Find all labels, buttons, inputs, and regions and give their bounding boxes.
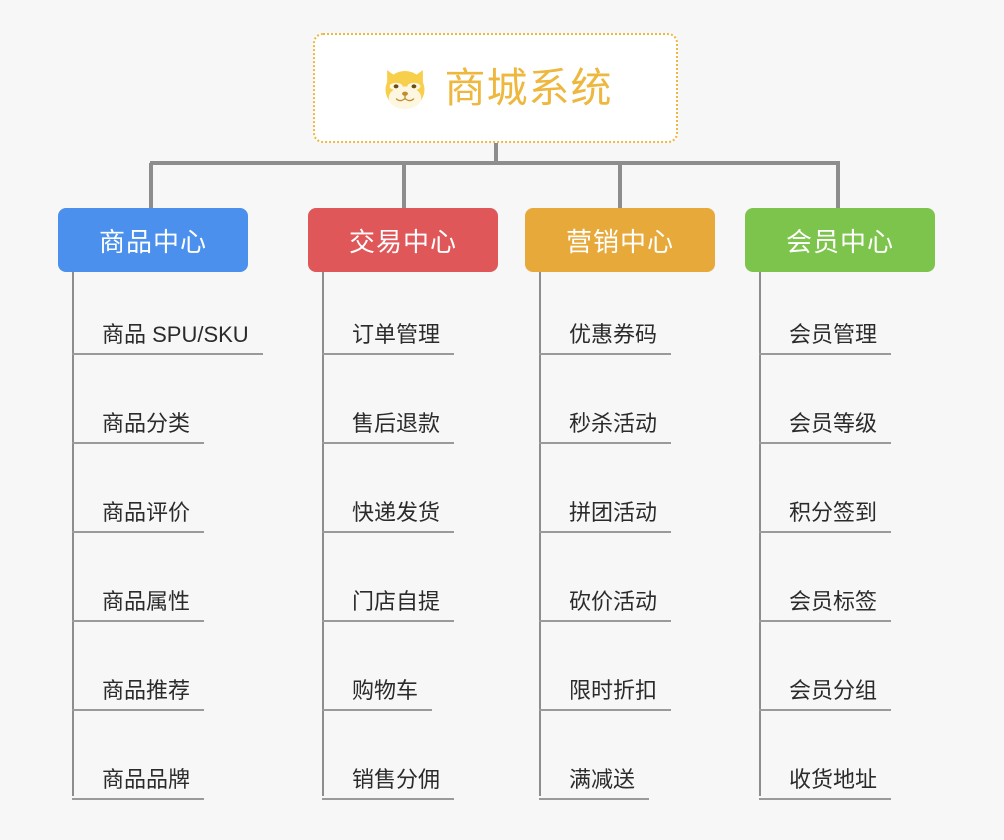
leaf-label: 砍价活动: [539, 589, 672, 622]
leaf-label: 会员标签: [759, 589, 892, 622]
leaf-label: 商品 SPU/SKU: [72, 322, 263, 355]
branch-head-trade-center[interactable]: 交易中心: [308, 208, 498, 272]
leaf-label: 快递发货: [322, 500, 455, 533]
leaf-item[interactable]: 砍价活动: [539, 539, 715, 628]
leaf-label: 售后退款: [322, 411, 455, 444]
leaf-label: 会员等级: [759, 411, 892, 444]
branch-product-center: 商品中心 商品 SPU/SKU 商品分类 商品评价 商品属性 商品推荐 商品品牌: [58, 208, 263, 806]
branch-items-member-center: 会员管理 会员等级 积分签到 会员标签 会员分组 收货地址: [745, 272, 935, 806]
leaf-label: 订单管理: [322, 322, 455, 355]
branch-head-label: 交易中心: [348, 226, 457, 257]
branch-items-trade-center: 订单管理 售后退款 快递发货 门店自提 购物车 销售分佣: [308, 272, 498, 806]
leaf-label: 商品推荐: [72, 678, 205, 711]
leaf-item[interactable]: 优惠券码: [539, 272, 715, 361]
leaf-item[interactable]: 门店自提: [322, 539, 498, 628]
leaf-label: 限时折扣: [539, 678, 672, 711]
leaf-label: 商品品牌: [72, 767, 205, 800]
branch-items-product-center: 商品 SPU/SKU 商品分类 商品评价 商品属性 商品推荐 商品品牌: [58, 272, 263, 806]
leaf-item[interactable]: 商品分类: [72, 361, 248, 450]
branch-items-marketing-center: 优惠券码 秒杀活动 拼团活动 砍价活动 限时折扣 满减送: [525, 272, 715, 806]
branch-trade-center: 交易中心 订单管理 售后退款 快递发货 门店自提 购物车 销售分佣: [308, 208, 498, 806]
leaf-label: 积分签到: [759, 500, 892, 533]
leaf-label: 秒杀活动: [539, 411, 672, 444]
leaf-item[interactable]: 会员标签: [759, 539, 935, 628]
shiba-dog-icon: [385, 70, 424, 112]
leaf-label: 门店自提: [322, 589, 455, 622]
leaf-label: 商品分类: [72, 411, 205, 444]
leaf-label: 会员分组: [759, 678, 892, 711]
leaf-item[interactable]: 商品推荐: [72, 628, 248, 717]
branch-head-member-center[interactable]: 会员中心: [745, 208, 935, 272]
leaf-item[interactable]: 售后退款: [322, 361, 498, 450]
leaf-label: 收货地址: [759, 767, 892, 800]
leaf-item[interactable]: 商品品牌: [72, 717, 248, 806]
leaf-label: 优惠券码: [539, 322, 672, 355]
leaf-label: 会员管理: [759, 322, 892, 355]
branch-head-label: 会员中心: [785, 226, 894, 257]
leaf-item[interactable]: 订单管理: [322, 272, 498, 361]
leaf-label: 拼团活动: [539, 500, 672, 533]
leaf-item[interactable]: 秒杀活动: [539, 361, 715, 450]
leaf-item[interactable]: 积分签到: [759, 450, 935, 539]
leaf-label: 商品属性: [72, 589, 205, 622]
branch-marketing-center: 营销中心 优惠券码 秒杀活动 拼团活动 砍价活动 限时折扣 满减送: [525, 208, 715, 806]
leaf-label: 销售分佣: [322, 767, 455, 800]
leaf-label: 商品评价: [72, 500, 205, 533]
branch-head-label: 商品中心: [98, 226, 207, 257]
root-title: 商城系统: [444, 64, 613, 111]
leaf-item[interactable]: 限时折扣: [539, 628, 715, 717]
leaf-label: 满减送: [539, 767, 650, 800]
leaf-item[interactable]: 商品评价: [72, 450, 248, 539]
leaf-item[interactable]: 收货地址: [759, 717, 935, 806]
leaf-label: 购物车: [322, 678, 433, 711]
leaf-item[interactable]: 会员分组: [759, 628, 935, 717]
root-node[interactable]: 商城系统: [313, 33, 678, 143]
branch-member-center: 会员中心 会员管理 会员等级 积分签到 会员标签 会员分组 收货地址: [745, 208, 935, 806]
leaf-item[interactable]: 商品属性: [72, 539, 248, 628]
leaf-item[interactable]: 销售分佣: [322, 717, 498, 806]
leaf-item[interactable]: 快递发货: [322, 450, 498, 539]
leaf-item[interactable]: 满减送: [539, 717, 715, 806]
branch-head-label: 营销中心: [565, 226, 674, 257]
leaf-item[interactable]: 拼团活动: [539, 450, 715, 539]
leaf-item[interactable]: 商品 SPU/SKU: [72, 272, 263, 361]
leaf-item[interactable]: 会员管理: [759, 272, 935, 361]
branch-head-marketing-center[interactable]: 营销中心: [525, 208, 715, 272]
branch-head-product-center[interactable]: 商品中心: [58, 208, 248, 272]
leaf-item[interactable]: 购物车: [322, 628, 498, 717]
leaf-item[interactable]: 会员等级: [759, 361, 935, 450]
